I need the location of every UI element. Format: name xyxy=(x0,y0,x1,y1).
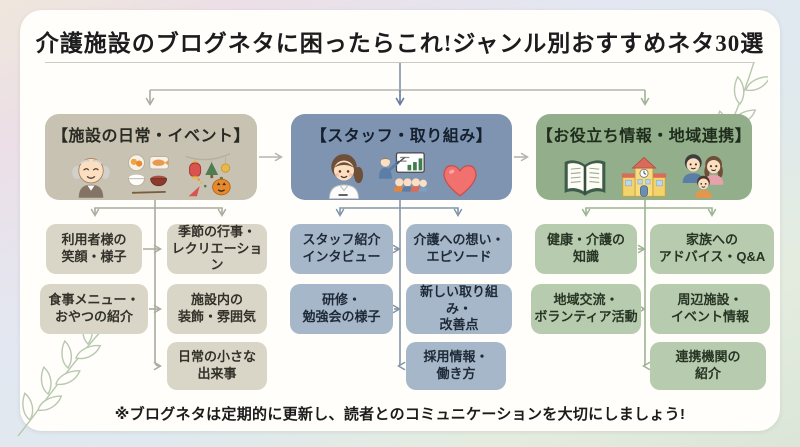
topic-box: 日常の小さな 出来事 xyxy=(167,342,267,390)
topic-box: 連携機関の 紹介 xyxy=(650,342,766,390)
family-icon xyxy=(682,154,724,198)
topic-box: 季節の行事・ レクリエーション xyxy=(167,224,267,274)
presentation-icon xyxy=(378,152,427,192)
heart-icon xyxy=(442,165,477,197)
festival-decorations-icon xyxy=(185,153,231,197)
title-divider xyxy=(45,62,755,63)
page-title: 介護施設のブログネタに困ったらこれ!ジャンル別おすすめネタ30選 xyxy=(35,31,765,56)
topic-box: スタッフ紹介 インタビュー xyxy=(290,224,393,274)
topic-box: 健康・介護の 知識 xyxy=(535,224,637,274)
category-useful-info-community: 【お役立ち情報・地域連携】 xyxy=(536,114,752,200)
topic-box: 施設内の 装飾・雰囲気 xyxy=(167,284,267,334)
category-icons xyxy=(324,147,480,199)
topic-box: 地域交流・ ボランティア活動 xyxy=(531,284,641,334)
topic-box: 採用情報・ 働き方 xyxy=(406,342,506,390)
category-title: 【施設の日常・イベント】 xyxy=(51,128,250,145)
topic-box: 利用者様の 笑顔・様子 xyxy=(46,224,142,274)
category-icons xyxy=(70,147,232,199)
category-staff-initiatives: 【スタッフ・取り組み】 xyxy=(291,114,512,200)
topic-box: 介護への想い・ エピソード xyxy=(406,224,512,274)
topic-box: 家族への アドバイス・Q&A xyxy=(650,224,774,274)
category-title: 【お役立ち情報・地域連携】 xyxy=(536,128,752,145)
topic-box: 周辺施設・ イベント情報 xyxy=(650,284,770,334)
category-title: 【スタッフ・取り組み】 xyxy=(310,128,493,145)
category-icons xyxy=(562,147,726,199)
topic-box: 食事メニュー・ おやつの紹介 xyxy=(40,284,148,334)
open-book-icon xyxy=(564,160,606,196)
elderly-man-icon xyxy=(72,157,110,198)
school-building-icon xyxy=(621,156,667,197)
topic-box: 新しい取り組み・ 改善点 xyxy=(406,284,512,334)
topic-box: 研修・ 勉強会の様子 xyxy=(290,284,393,334)
meal-tray-icon xyxy=(128,154,169,195)
footnote: ※ブログネタは定期的に更新し、読者とのコミュニケーションを大切にしましょう! xyxy=(114,406,686,423)
female-staff-icon xyxy=(328,154,363,199)
category-facility-daily-events: 【施設の日常・イベント】 xyxy=(45,114,257,200)
